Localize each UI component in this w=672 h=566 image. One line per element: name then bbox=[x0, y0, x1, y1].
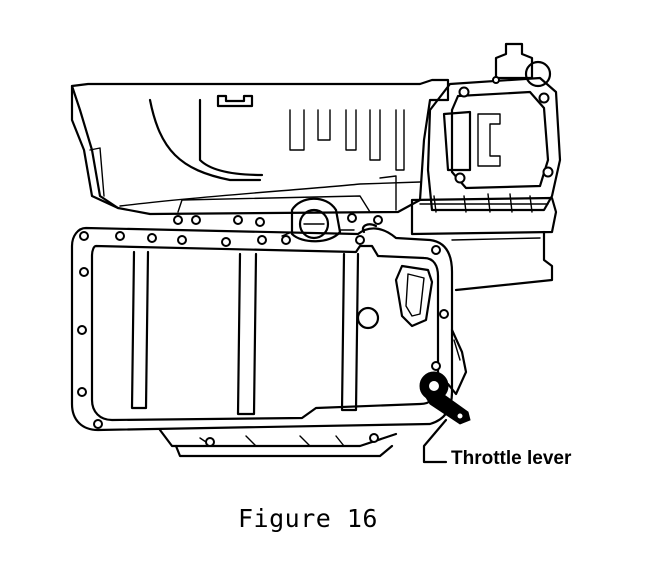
extension-housing bbox=[410, 42, 562, 292]
throttle-lever-label: Throttle lever bbox=[451, 448, 572, 469]
transmission-case bbox=[70, 78, 450, 216]
figure-caption: Figure 16 bbox=[238, 504, 378, 533]
callout-leader-line bbox=[422, 418, 448, 464]
throttle-lever bbox=[419, 328, 471, 425]
oil-pan bbox=[70, 197, 454, 458]
